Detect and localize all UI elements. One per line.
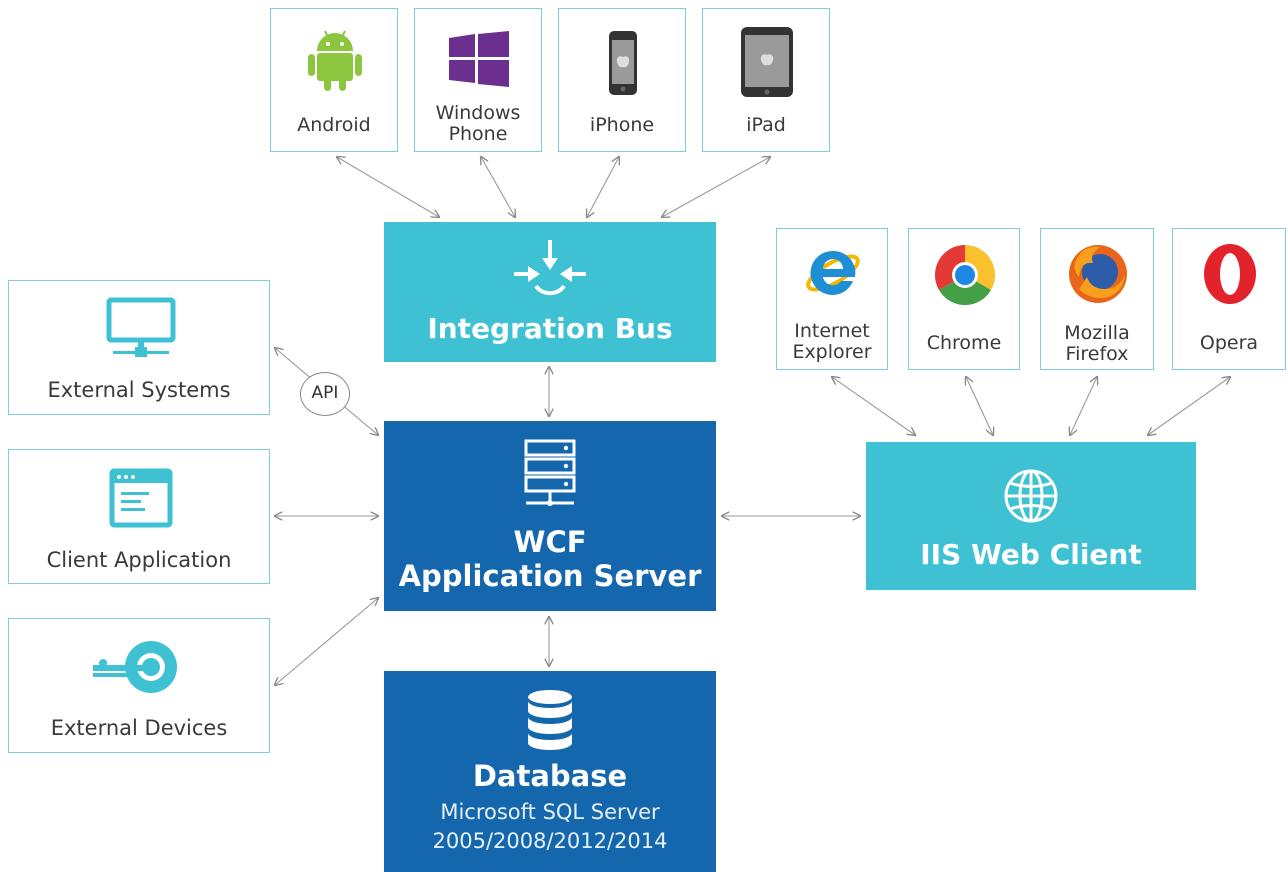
tile-internet-explorer[interactable]: Internet Explorer bbox=[776, 228, 888, 370]
arrow-external-devices bbox=[275, 598, 378, 685]
app-server-title-line2: Application Server bbox=[398, 559, 702, 593]
windows-logo-icon bbox=[449, 31, 509, 87]
client-application-node[interactable]: Client Application bbox=[8, 449, 270, 584]
app-server-node[interactable]: WCF Application Server bbox=[384, 421, 716, 611]
tile-label: Internet Explorer bbox=[792, 320, 872, 363]
client-application-label: Client Application bbox=[46, 548, 232, 572]
tile-chrome[interactable]: Chrome bbox=[908, 228, 1020, 370]
arrow-opera-webclient bbox=[1148, 377, 1230, 435]
tile-ipad[interactable]: iPad bbox=[702, 8, 830, 152]
opera-icon bbox=[1204, 244, 1256, 304]
ipad-icon bbox=[741, 27, 793, 97]
iis-web-client-node[interactable]: IIS Web Client bbox=[866, 442, 1196, 590]
integration-bus-title: Integration Bus bbox=[427, 312, 673, 345]
external-systems-node[interactable]: External Systems bbox=[8, 280, 270, 415]
arrow-android-bus bbox=[337, 157, 439, 217]
chrome-icon bbox=[935, 245, 995, 305]
arrow-windows-bus bbox=[481, 157, 515, 217]
tile-windows-phone[interactable]: Windows Phone bbox=[414, 8, 542, 152]
tile-label: iPad bbox=[746, 114, 786, 136]
tile-label: Chrome bbox=[926, 332, 1002, 354]
globe-icon bbox=[1004, 469, 1058, 523]
external-devices-node[interactable]: External Devices bbox=[8, 618, 270, 753]
arrow-ie-webclient bbox=[832, 377, 915, 435]
tile-firefox[interactable]: Mozilla Firefox bbox=[1040, 228, 1154, 370]
tile-android[interactable]: Android bbox=[270, 8, 398, 152]
external-devices-label: External Devices bbox=[50, 716, 228, 740]
tile-label: Mozilla Firefox bbox=[1064, 322, 1130, 365]
firefox-icon bbox=[1069, 245, 1127, 303]
database-icon bbox=[528, 690, 572, 750]
merge-arrows-icon bbox=[514, 240, 586, 296]
app-window-icon bbox=[109, 468, 173, 528]
tile-label: Android bbox=[297, 114, 371, 136]
arrow-firefox-webclient bbox=[1070, 377, 1097, 435]
tile-opera[interactable]: Opera bbox=[1172, 228, 1286, 370]
database-subtitle-line2: 2005/2008/2012/2014 bbox=[432, 829, 668, 853]
iphone-icon bbox=[609, 31, 637, 95]
android-icon bbox=[308, 30, 362, 91]
monitor-network-icon bbox=[106, 297, 176, 357]
mri-scanner-icon bbox=[93, 641, 177, 693]
api-badge: API bbox=[300, 372, 350, 416]
integration-bus-node[interactable]: Integration Bus bbox=[384, 222, 716, 362]
database-subtitle-line1: Microsoft SQL Server bbox=[440, 800, 660, 824]
database-title: Database bbox=[472, 759, 628, 793]
tile-label: Opera bbox=[1199, 332, 1259, 354]
server-rack-icon bbox=[524, 439, 576, 506]
arrow-ipad-bus bbox=[662, 157, 770, 217]
tile-iphone[interactable]: iPhone bbox=[558, 8, 686, 152]
arrow-iphone-bus bbox=[587, 157, 619, 217]
iis-web-client-title: IIS Web Client bbox=[920, 538, 1142, 571]
tile-label: iPhone bbox=[589, 114, 655, 136]
tile-label: Windows Phone bbox=[435, 102, 521, 145]
app-server-title-line1: WCF bbox=[513, 525, 587, 559]
internet-explorer-icon bbox=[806, 250, 860, 295]
arrow-chrome-webclient bbox=[966, 377, 993, 435]
database-node[interactable]: Database Microsoft SQL Server 2005/2008/… bbox=[384, 671, 716, 872]
external-systems-label: External Systems bbox=[47, 378, 231, 402]
